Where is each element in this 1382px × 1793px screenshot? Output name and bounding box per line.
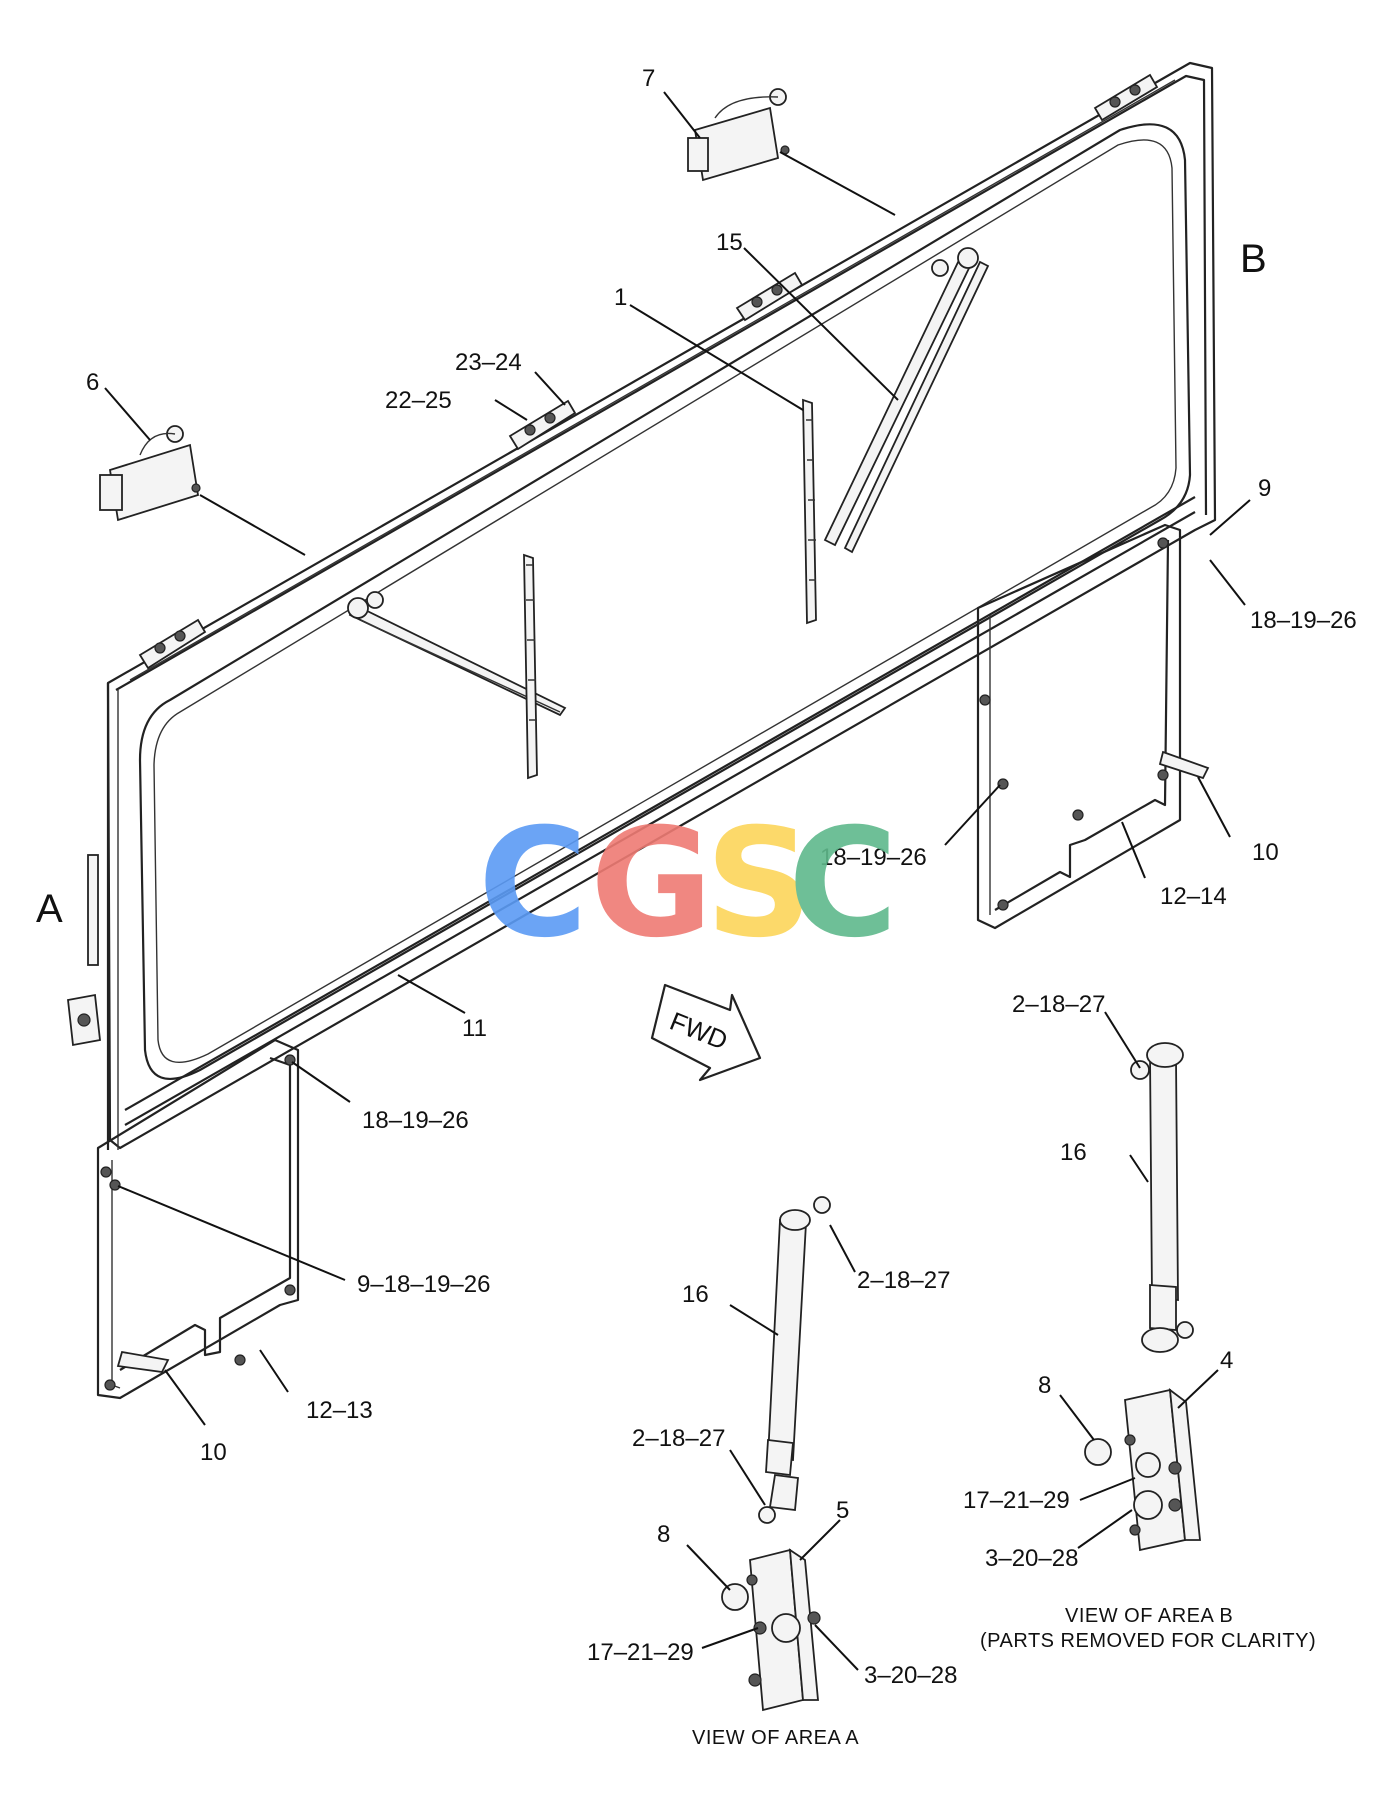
left-strut-latch <box>67 854 101 1047</box>
caption-view-area-b: VIEW OF AREA B <box>1065 1605 1233 1627</box>
callout-15: 15 <box>716 229 743 256</box>
callout-b-16: 16 <box>1060 1139 1087 1166</box>
callout-a-8: 8 <box>657 1521 670 1548</box>
top-hinges <box>138 73 1159 670</box>
callout-22-25: 22–25 <box>385 387 452 414</box>
callout-7: 7 <box>642 65 655 92</box>
fwd-label: FWD <box>666 1006 732 1056</box>
callout-12-14: 12–14 <box>1160 883 1227 910</box>
callout-10-right: 10 <box>1252 839 1279 866</box>
callout-a-3-20-28: 3–20–28 <box>864 1662 957 1689</box>
callout-18-19-26-top: 18–19–26 <box>1250 607 1357 634</box>
callout-b-17-21-29: 17–21–29 <box>963 1487 1070 1514</box>
callout-a-2-18-27-bot: 2–18–27 <box>632 1425 725 1452</box>
watermark-logo: C G S C <box>478 797 898 971</box>
leader-lines <box>104 91 1251 1426</box>
callout-18-19-26-low: 18–19–26 <box>362 1107 469 1134</box>
area-label-b: B <box>1240 237 1267 281</box>
watermark-letter-g: G <box>590 797 713 971</box>
detail-area-a <box>686 1196 859 1712</box>
callout-1: 1 <box>614 284 627 311</box>
callout-11: 11 <box>462 1015 487 1042</box>
watermark-letter-c2: C <box>788 797 898 971</box>
caption-view-area-a: VIEW OF AREA A <box>692 1727 859 1749</box>
callout-b-3-20-28: 3–20–28 <box>985 1545 1078 1572</box>
fwd-arrow: FWD <box>650 983 762 1082</box>
callout-6: 6 <box>86 369 99 396</box>
callouts: 7 15 1 6 23–24 22–25 9 18–19–26 18–19–26… <box>86 65 1357 1689</box>
callout-12-13: 12–13 <box>306 1397 373 1424</box>
callout-b-8: 8 <box>1038 1372 1051 1399</box>
wiper-left <box>347 553 567 780</box>
lower-right-panel <box>976 523 1210 930</box>
callout-9: 9 <box>1258 475 1271 502</box>
wiper-motor-6 <box>99 425 201 522</box>
watermark-letter-c1: C <box>478 797 588 971</box>
callout-b-2-18-27: 2–18–27 <box>1012 991 1105 1018</box>
caption-parts-removed: (PARTS REMOVED FOR CLARITY) <box>980 1630 1316 1652</box>
callout-a-16: 16 <box>682 1281 709 1308</box>
callout-9-18-19-26: 9–18–19–26 <box>357 1271 490 1298</box>
watermark-letter-s: S <box>705 797 813 971</box>
callout-a-2-18-27-top: 2–18–27 <box>857 1267 950 1294</box>
wiper-right <box>802 247 990 625</box>
window-frame <box>106 61 1217 1150</box>
wiper-motor-7 <box>687 88 790 182</box>
callout-a-17-21-29: 17–21–29 <box>587 1639 694 1666</box>
area-label-a: A <box>36 887 63 931</box>
callout-a-5: 5 <box>836 1497 849 1524</box>
callout-b-4: 4 <box>1220 1347 1233 1374</box>
detail-area-b <box>1059 1011 1219 1552</box>
callout-23-24: 23–24 <box>455 349 522 376</box>
callout-18-19-26-mid: 18–19–26 <box>820 844 927 871</box>
callout-10-left: 10 <box>200 1439 227 1466</box>
